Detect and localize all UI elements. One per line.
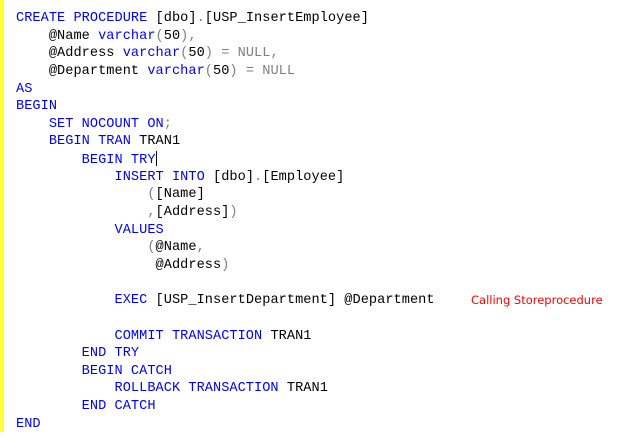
code-line: ,[Address]) xyxy=(16,204,435,222)
code-line: ([Name] xyxy=(16,186,435,204)
code-line: BEGIN CATCH xyxy=(16,363,435,381)
code-line: @Address) xyxy=(16,257,435,275)
sql-identifier: TRAN1 xyxy=(278,381,328,397)
sql-operator: ) = NULL, xyxy=(204,46,279,62)
sql-operator: , xyxy=(16,205,156,221)
editor-gutter-marker xyxy=(0,0,4,432)
code-line: COMMIT TRANSACTION TRAN1 xyxy=(16,328,435,346)
code-line: (@Name, xyxy=(16,239,435,257)
code-line: END xyxy=(16,416,435,434)
sql-identifier: [Employee] xyxy=(262,169,345,185)
sql-keyword: varchar xyxy=(147,63,205,79)
sql-identifier: @Address xyxy=(16,257,222,273)
sql-identifier: [dbo] xyxy=(204,169,255,185)
code-line: SET NOCOUNT ON; xyxy=(16,116,435,134)
sql-keyword: varchar xyxy=(122,46,181,62)
text-cursor xyxy=(155,151,157,167)
sql-keyword: END CATCH xyxy=(16,399,156,415)
sql-operator: ) xyxy=(221,257,230,273)
sql-identifier: [USP_InsertDepartment] @Department xyxy=(147,293,435,309)
code-line: ROLLBACK TRANSACTION TRAN1 xyxy=(16,380,435,398)
code-line: INSERT INTO [dbo].[Employee] xyxy=(16,169,435,187)
sql-keyword: END TRY xyxy=(16,346,140,362)
sql-keyword: SET NOCOUNT ON xyxy=(16,116,164,132)
sql-identifier: @Address xyxy=(16,46,123,62)
sql-operator: ) = NULL xyxy=(229,63,296,79)
code-line: AS xyxy=(16,81,435,99)
sql-keyword: COMMIT TRANSACTION xyxy=(16,328,263,344)
sql-identifier: @Department xyxy=(16,63,148,79)
code-line: END TRY xyxy=(16,345,435,363)
sql-keyword: EXEC xyxy=(16,293,148,309)
sql-identifier: [dbo] xyxy=(147,11,197,26)
sql-identifier: 50 xyxy=(188,46,205,62)
sql-operator: ; xyxy=(163,116,172,132)
sql-keyword: VALUES xyxy=(16,222,164,238)
code-line: @Name varchar(50), xyxy=(16,28,435,46)
sql-keyword: CREATE PROCEDURE xyxy=(16,11,148,26)
sql-operator: ( xyxy=(155,28,164,44)
annotation-calling-storeprocedure: Calling Storeprocedure xyxy=(471,293,603,307)
sql-identifier: [Address] xyxy=(155,205,230,221)
sql-keyword: INSERT INTO xyxy=(16,169,205,185)
sql-identifier: TRAN1 xyxy=(262,328,312,344)
sql-identifier: TRAN1 xyxy=(130,134,181,150)
sql-operator: ( xyxy=(16,187,156,203)
sql-operator: ( xyxy=(16,240,156,256)
sql-operator: ) xyxy=(229,205,238,221)
sql-keyword: AS xyxy=(16,81,33,97)
code-line: EXEC [USP_InsertDepartment] @Department xyxy=(16,292,435,310)
sql-operator: ), xyxy=(180,28,197,44)
sql-operator: , xyxy=(196,240,205,256)
code-line: END CATCH xyxy=(16,398,435,416)
code-line xyxy=(16,310,435,328)
sql-operator: ( xyxy=(180,46,189,62)
code-line: @Department varchar(50) = NULL xyxy=(16,63,435,81)
sql-code-editor[interactable]: CREATE PROCEDURE [dbo].[USP_InsertEmploy… xyxy=(16,10,435,433)
sql-operator: . xyxy=(196,11,205,26)
sql-keyword: BEGIN TRAN xyxy=(16,134,131,150)
sql-identifier: [Name] xyxy=(155,187,205,203)
sql-operator: . xyxy=(254,169,263,185)
code-line: @Address varchar(50) = NULL, xyxy=(16,45,435,63)
sql-identifier: @Name xyxy=(16,28,99,44)
sql-identifier: 50 xyxy=(213,63,230,79)
sql-keyword: ROLLBACK TRANSACTION xyxy=(16,381,279,397)
code-line xyxy=(16,275,435,293)
code-line: CREATE PROCEDURE [dbo].[USP_InsertEmploy… xyxy=(16,10,435,28)
sql-identifier: [USP_InsertEmployee] xyxy=(204,11,369,26)
sql-keyword: BEGIN TRY xyxy=(16,153,156,169)
sql-keyword: END xyxy=(16,416,41,432)
sql-operator: ( xyxy=(204,63,213,79)
code-line: BEGIN TRAN TRAN1 xyxy=(16,133,435,151)
sql-identifier: 50 xyxy=(163,28,181,44)
sql-keyword: BEGIN CATCH xyxy=(16,363,172,379)
code-line: BEGIN xyxy=(16,98,435,116)
sql-identifier: @Name xyxy=(155,240,197,256)
code-line: BEGIN TRY xyxy=(16,151,435,169)
sql-keyword: BEGIN xyxy=(16,99,58,115)
sql-keyword: varchar xyxy=(98,28,156,44)
code-line: VALUES xyxy=(16,222,435,240)
